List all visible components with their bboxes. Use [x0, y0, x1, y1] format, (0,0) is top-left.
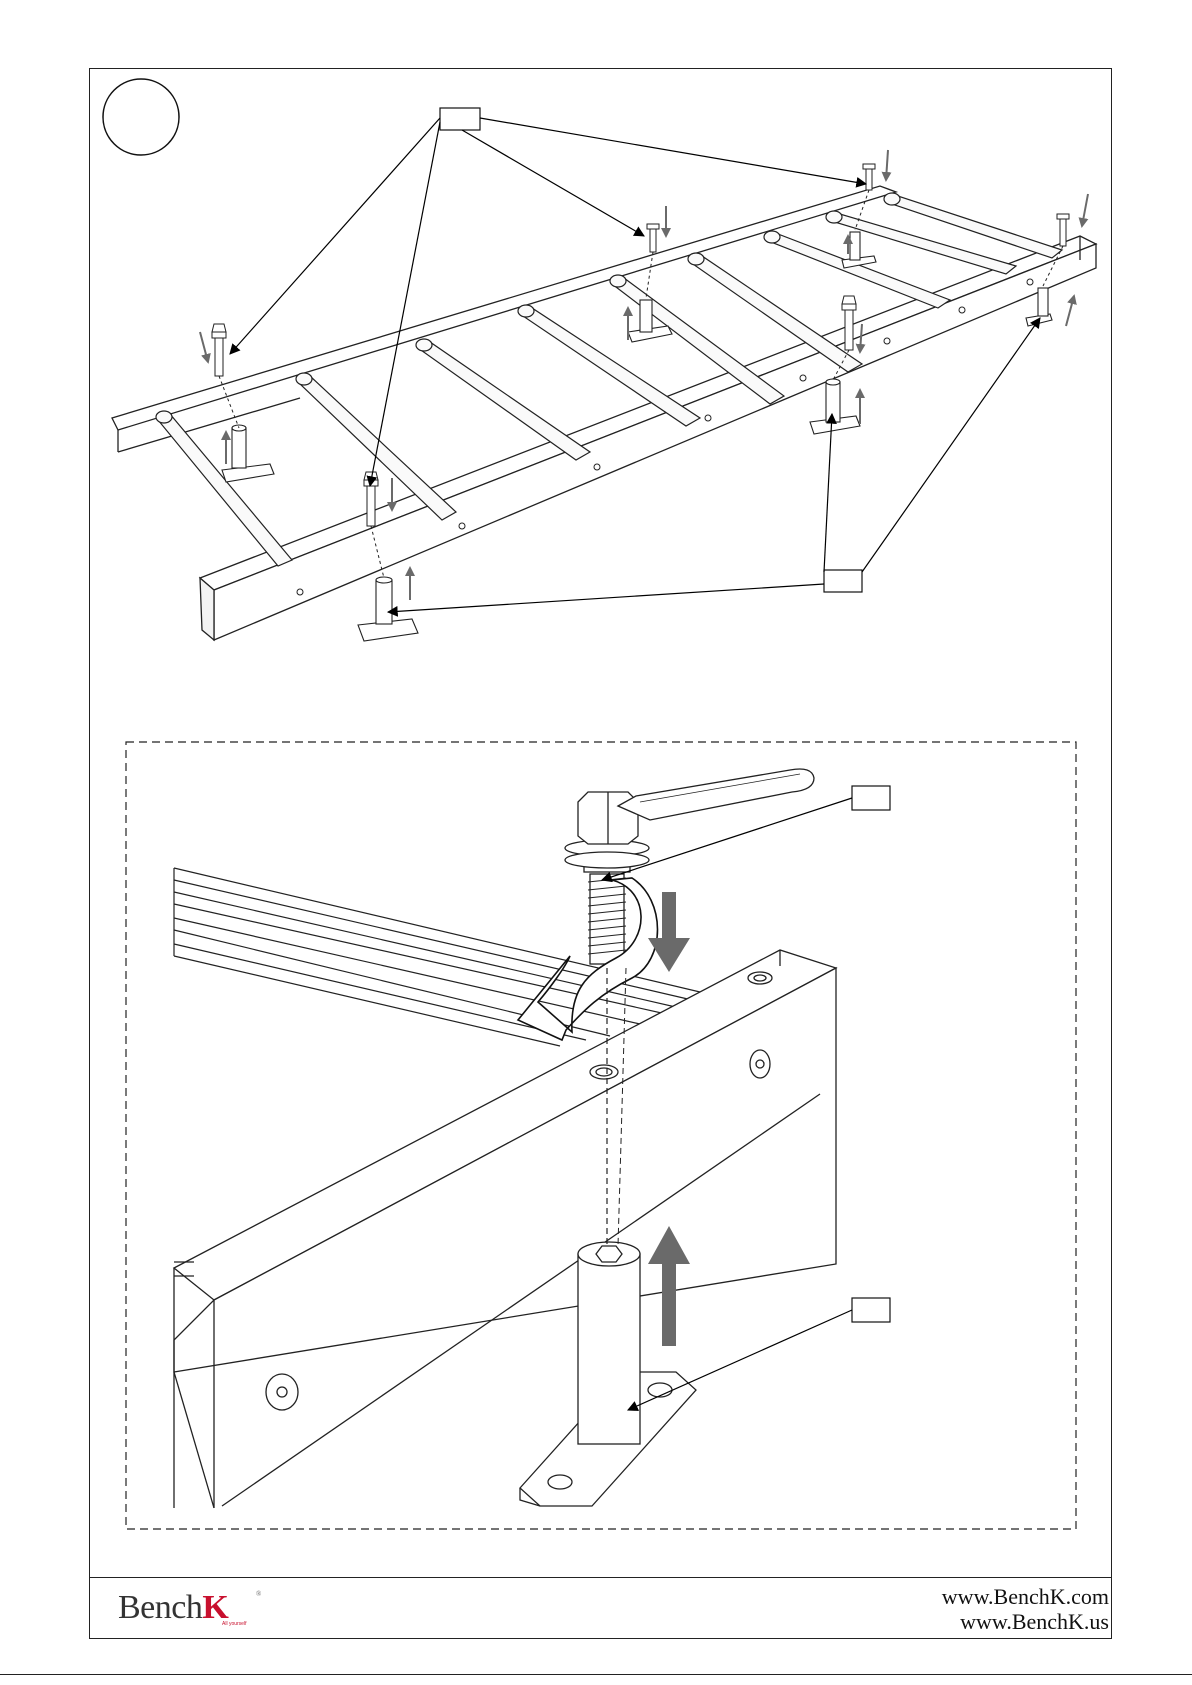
foot-back-left: [222, 425, 274, 482]
bolt-back-left: [212, 324, 226, 376]
footer-divider: [89, 1577, 1112, 1578]
brand-tagline: All yourself: [222, 1621, 246, 1627]
website-list: www.BenchK.com www.BenchK.us: [942, 1584, 1109, 1634]
registered-mark: ®: [256, 1590, 261, 1598]
benchk-logo: BenchK ® All yourself: [118, 1588, 298, 1632]
website-link-us[interactable]: www.BenchK.us: [942, 1609, 1109, 1634]
bolt-back-mid: [647, 224, 659, 252]
bolt-back-right: [863, 164, 875, 190]
brand-wordmark: BenchK: [118, 1588, 228, 1628]
rotation-arrow: [518, 878, 658, 1040]
wrench: [618, 769, 814, 820]
overview-callout-foot: [824, 570, 862, 592]
overview-callout-bolt: [440, 108, 480, 130]
website-link-com[interactable]: www.BenchK.com: [942, 1584, 1109, 1609]
foot-front-mid: [810, 379, 860, 434]
step-number-circle: [103, 79, 179, 155]
detail-callout-foot: [852, 1298, 890, 1322]
detail-callout-bolt: [852, 786, 890, 810]
ladder-rungs: [156, 193, 1062, 566]
page-bottom-edge: [0, 1674, 1192, 1675]
